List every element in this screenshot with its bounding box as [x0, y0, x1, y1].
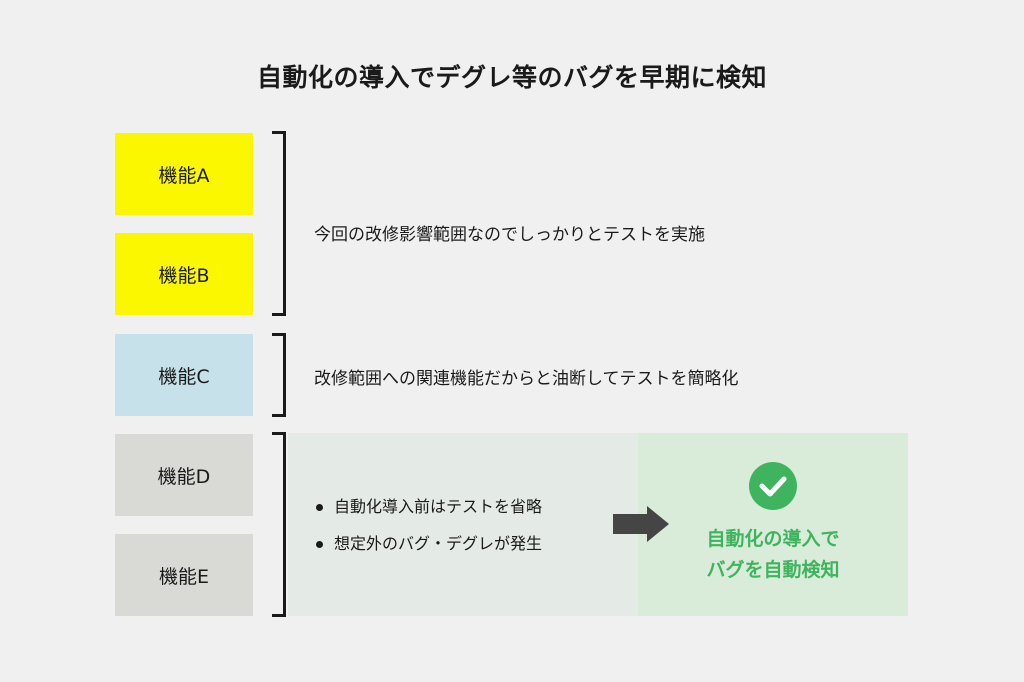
result-line-2: バグを自動検知 [706, 559, 840, 581]
feature-box-a: 機能A [115, 133, 253, 215]
feature-box-d: 機能D [115, 434, 253, 516]
bullet-dot [316, 541, 323, 548]
feature-box-b: 機能B [115, 233, 253, 315]
bullet-list: 自動化導入前はテストを省略 想定外のバグ・デグレが発生 [314, 494, 542, 568]
description-group-ab: 今回の改修影響範囲なのでしっかりとテストを実施 [314, 225, 705, 245]
feature-box-e: 機能E [115, 534, 253, 616]
bullet-item: 想定外のバグ・デグレが発生 [314, 531, 542, 568]
manual-test-panel [288, 433, 638, 616]
check-circle-icon [749, 462, 797, 510]
bracket-group-ab [272, 131, 286, 316]
page-title: 自動化の導入でデグレ等のバグを早期に検知 [256, 63, 767, 92]
right-arrow-icon [613, 506, 669, 542]
result-line-1: 自動化の導入で [706, 528, 840, 550]
bullet-dot [316, 504, 323, 511]
bullet-text: 自動化導入前はテストを省略 [334, 497, 543, 516]
description-group-c: 改修範囲への関連機能だからと油断してテストを簡略化 [314, 369, 739, 389]
bracket-group-c [272, 333, 286, 417]
feature-box-c: 機能C [115, 334, 253, 416]
bracket-group-de [272, 432, 286, 617]
bullet-text: 想定外のバグ・デグレが発生 [334, 534, 543, 553]
automation-result-text: 自動化の導入で バグを自動検知 [638, 524, 908, 586]
bullet-item: 自動化導入前はテストを省略 [314, 494, 542, 531]
